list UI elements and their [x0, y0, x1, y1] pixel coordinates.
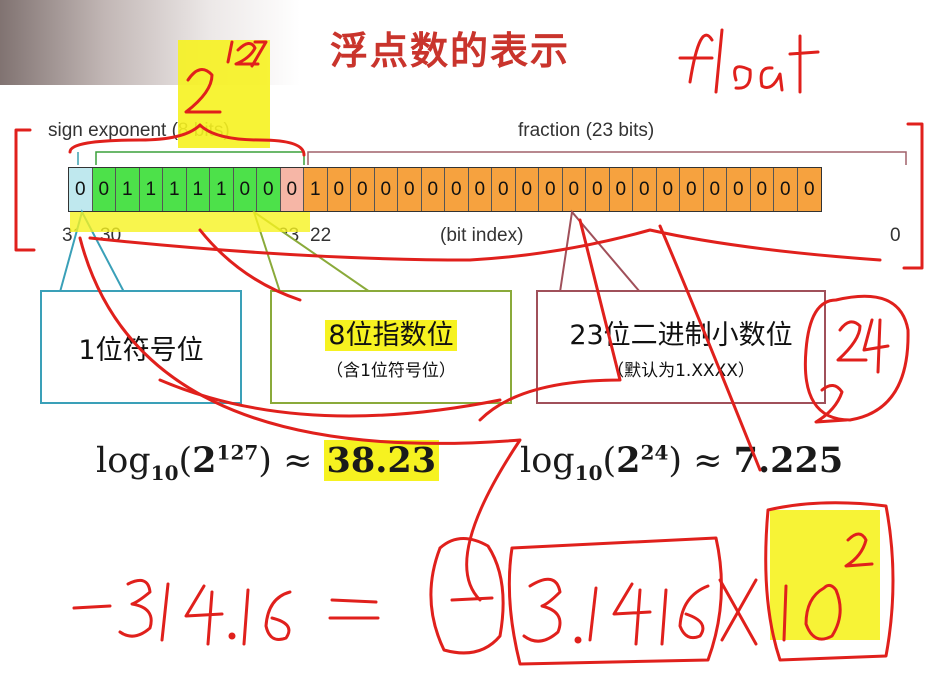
bit-index-22: 22: [310, 225, 332, 246]
fraction-bit: 0: [327, 168, 351, 211]
exponent-bit: 1: [210, 168, 234, 211]
fraction-bit: 0: [703, 168, 727, 211]
fraction-bit: 0: [515, 168, 539, 211]
fraction-bit: 0: [374, 168, 398, 211]
fraction-box: 23位二进制小数位 （默认为1.XXXX）: [536, 290, 826, 404]
fraction-bit: 0: [774, 168, 798, 211]
fraction-bit: 0: [468, 168, 492, 211]
exponent-bit: 1: [139, 168, 163, 211]
value-38-23: 38.23: [323, 440, 440, 481]
fraction-bit: 0: [633, 168, 657, 211]
formula-log-2-24: log10(224) ≈ 7.225: [520, 440, 844, 485]
bit-index-0: 0: [890, 225, 901, 246]
fraction-bit: 0: [351, 168, 375, 211]
fraction-label: fraction (23 bits): [518, 120, 655, 141]
sign-bit: 0: [69, 168, 93, 211]
exponent-bit: 1: [116, 168, 140, 211]
fraction-bit: 0: [727, 168, 751, 211]
fraction-bit: 1: [304, 168, 328, 211]
fraction-bit: 0: [586, 168, 610, 211]
fraction-bit: 0: [656, 168, 680, 211]
fraction-bit: 0: [562, 168, 586, 211]
exponent-note: （含1位符号位）: [326, 361, 456, 381]
bit-index-caption: (bit index): [440, 225, 524, 246]
fraction-bit: 0: [445, 168, 469, 211]
fraction-bit: 0: [680, 168, 704, 211]
formula-log-2-127: log10(2127) ≈ 38.23: [96, 440, 440, 485]
exponent-box: 8位指数位 （含1位符号位）: [270, 290, 512, 404]
exponent-bit: 1: [163, 168, 187, 211]
fraction-bit: 0: [398, 168, 422, 211]
fraction-bit: 0: [539, 168, 563, 211]
fraction-bit: 0: [797, 168, 821, 211]
fraction-bit: 0: [750, 168, 774, 211]
fraction-bit: 0: [492, 168, 516, 211]
exponent-bit: 0: [233, 168, 257, 211]
page-title: 浮点数的表示: [330, 29, 571, 73]
exponent-label: 8位指数位: [325, 320, 457, 351]
fraction-bit: 0: [421, 168, 445, 211]
fraction-bit: 0: [609, 168, 633, 211]
exponent-bit: 0: [92, 168, 116, 211]
fraction-bit: 0: [280, 168, 304, 211]
exponent-bit: 1: [186, 168, 210, 211]
exponent-bit: 0: [257, 168, 281, 211]
sign-bit-box: 1位符号位: [40, 290, 242, 404]
